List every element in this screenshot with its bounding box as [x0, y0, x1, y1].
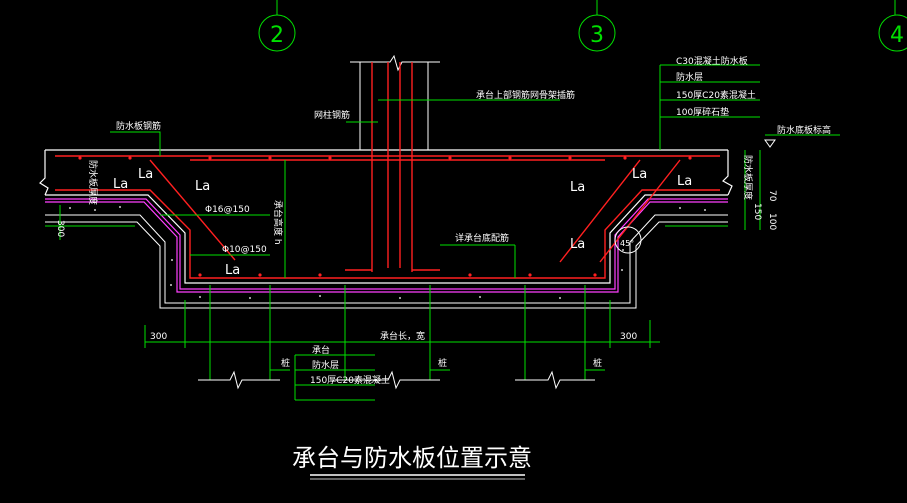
la-label-8: La [570, 237, 585, 252]
concrete-hatch [69, 206, 706, 299]
axis-label-3: 3 [590, 23, 604, 48]
la-label-7: La [677, 174, 692, 189]
la-label-2: La [113, 177, 128, 192]
dim-70: 70 [767, 190, 777, 202]
layer-bottom-2: 防水层 [312, 359, 339, 371]
label-rebar-16: Φ16@150 [205, 205, 250, 215]
label-slab-rebar: 防水板钢筋 [116, 120, 161, 132]
elev-triangle [764, 139, 776, 148]
la-label-6: La [632, 167, 647, 182]
label-pile-left: 桩 [281, 357, 290, 369]
axis-label-2: 2 [270, 23, 284, 48]
waterproof-layer [45, 198, 728, 293]
rebar [55, 62, 720, 279]
dim-150: 150 [752, 203, 762, 220]
label-cap-height: 承台高度 h [272, 200, 284, 245]
label-cap-length: 承台长，宽 [380, 330, 425, 342]
label-slab-thickness-right: 防水板厚度 [742, 155, 754, 200]
slab-cap-outline [39, 149, 733, 284]
label-rebar-10: Φ10@150 [222, 245, 267, 255]
label-pile-right: 桩 [593, 357, 602, 369]
layer-right-4: 100厚碎石垫 [676, 106, 729, 118]
dim-left: 300 [150, 332, 167, 342]
layer-right-1: C30混凝土防水板 [676, 55, 748, 67]
dim-left-vert: 300 [55, 220, 65, 237]
axis-grid [276, 0, 896, 15]
rebar-dots [78, 156, 692, 277]
label-cap-bottom-rebar: 详承台底配筋 [455, 232, 509, 244]
label-angle: 45° [620, 239, 634, 248]
label-slab-bottom-elev: 防水底板标高 [777, 124, 831, 136]
la-label-5: La [570, 180, 585, 195]
leader-lines [59, 64, 840, 401]
dim-right: 300 [620, 332, 637, 342]
layer-bottom-1: 承台 [312, 344, 330, 356]
concrete-pad [45, 214, 728, 309]
dim-100: 100 [767, 213, 777, 230]
axis-bubble-4 [878, 14, 907, 52]
axis-bubble-3 [578, 14, 616, 52]
layer-bottom-3: 150厚C20素混凝土 [310, 374, 390, 386]
axis-bubble-2 [258, 14, 296, 52]
label-slab-thickness-left: 防水板厚度 [87, 160, 99, 205]
drawing-title: 承台与防水板位置示意 [292, 444, 532, 472]
la-label-4: La [225, 263, 240, 278]
la-label-3: La [195, 179, 210, 194]
wave-circle [614, 226, 642, 254]
label-column-rebar: 网柱钢筋 [314, 109, 350, 121]
layer-right-3: 150厚C20素混凝土 [676, 89, 756, 101]
la-label-1: La [138, 167, 153, 182]
label-pile-mid: 桩 [438, 357, 447, 369]
label-cap-top-rebar: 承台上部钢筋网骨架插筋 [476, 89, 575, 101]
column-outline [350, 54, 440, 150]
axis-label-4: 4 [890, 23, 904, 48]
pile-tops [198, 370, 595, 390]
layer-right-2: 防水层 [676, 71, 703, 83]
